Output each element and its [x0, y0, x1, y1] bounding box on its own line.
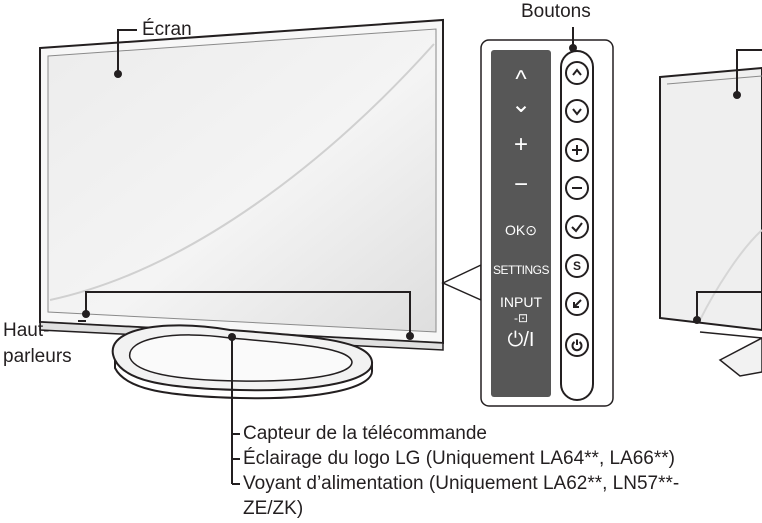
settings-s-icon[interactable]: S [565, 254, 589, 278]
keypad-plus: + [513, 131, 528, 158]
power-indicator-models-label: ZE/ZK) [243, 498, 304, 519]
minus-icon[interactable] [565, 176, 589, 200]
tv-stand [111, 324, 374, 400]
plus-icon[interactable] [565, 138, 589, 162]
keypad-ok: OK⊙ [505, 222, 537, 238]
settings-s-glyph: S [572, 259, 581, 273]
keypad-panel: ^ ⌄ + − OK⊙ SETTINGS INPUT -⊡ ⏻/I [491, 50, 551, 397]
remote-sensor-label: Capteur de la télécommande [243, 423, 487, 444]
buttons-label: Boutons [521, 1, 591, 22]
keypad-input-icon: -⊡ [513, 311, 529, 325]
keypad-minus: − [513, 171, 528, 198]
speakers-label-line1: Haut- [3, 320, 50, 341]
keypad-settings: SETTINGS [492, 263, 550, 277]
keypad-up: ^ [515, 66, 527, 93]
zoom-pointer [441, 263, 482, 302]
keypad-power: ⏻/I [507, 329, 535, 351]
chevron-down-icon[interactable] [565, 99, 589, 123]
sensor-callout [231, 337, 240, 485]
power-icon[interactable] [565, 333, 589, 357]
keypad-input: INPUT [500, 294, 542, 310]
speakers-label-line2: parleurs [3, 346, 72, 367]
input-arrow-icon[interactable] [565, 292, 589, 316]
screen-callout-dot [114, 70, 122, 78]
tv-front [39, 18, 444, 351]
power-indicator-label: Voyant d’alimentation (Uniquement LA62**… [243, 473, 680, 494]
chevron-up-icon[interactable] [565, 61, 589, 85]
speakers-callout [78, 291, 411, 335]
screen-label: Écran [142, 19, 192, 40]
screen-callout [117, 29, 137, 72]
logo-lighting-label: Éclairage du logo LG (Uniquement LA64**,… [243, 448, 675, 469]
keypad-down: ⌄ [510, 91, 532, 118]
tv-side [659, 66, 762, 377]
check-icon[interactable] [565, 215, 589, 239]
